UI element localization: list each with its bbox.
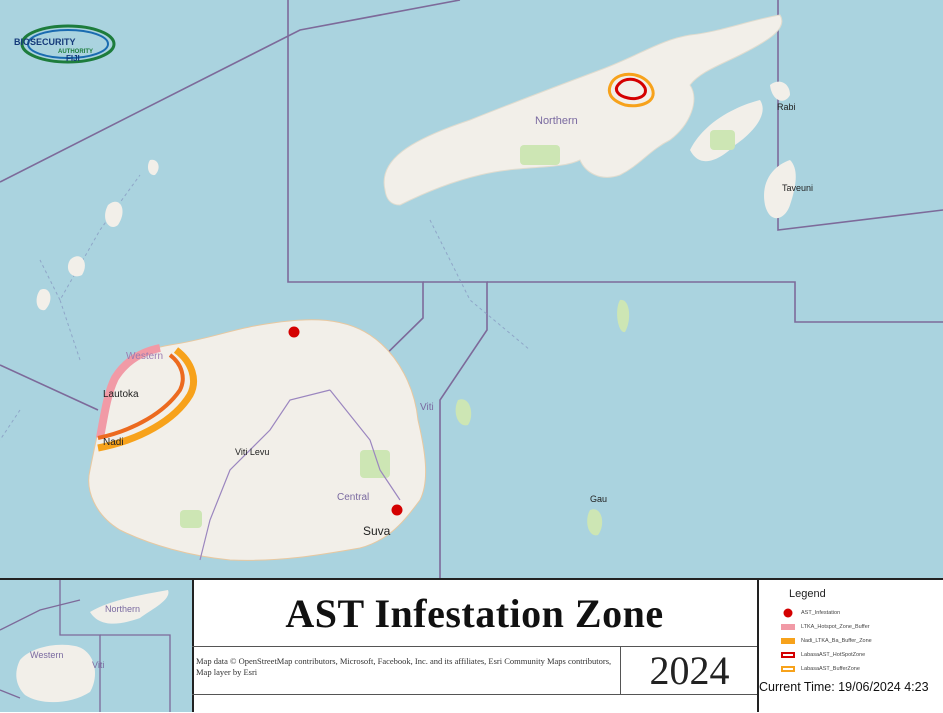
map-credits: Map data © OpenStreetMap contributors, M…: [196, 656, 612, 677]
nadi-ltka-ba-buffer-zone: [97, 347, 197, 452]
viti-levu-island: [88, 319, 427, 561]
ast-infestation-point[interactable]: [288, 326, 300, 338]
taveuni-island: [764, 160, 796, 219]
logo-text-fiji: FIJI: [66, 54, 80, 63]
map-year: 2024: [649, 647, 730, 693]
label-gau: Gau: [590, 494, 607, 504]
nadi-ltka-ba-buffer-zone-inner: [97, 353, 185, 440]
logo-text-authority: AUTHORITY: [58, 49, 93, 55]
label-viti: Viti: [420, 402, 434, 413]
label-lautoka: Lautoka: [103, 389, 139, 400]
label-nadi: Nadi: [103, 437, 124, 448]
vanua-levu-island: [383, 14, 783, 206]
pink-fill-icon: [781, 624, 795, 630]
year-box: 2024: [620, 646, 758, 695]
inset-label-viti: Viti: [92, 660, 104, 670]
label-viti-levu: Viti Levu: [235, 447, 269, 457]
legend-item-ltka-hotspot: LTKA_Hotspot_Zone_Buffer: [781, 622, 870, 632]
province-lines: [199, 389, 401, 561]
rabi-island: [770, 81, 790, 101]
biosecurity-fiji-logo: BIOSECURITY AUTHORITY FIJI: [14, 24, 116, 64]
logo-ring-icon: [27, 29, 109, 59]
legend-item-label: Nadi_LTKA_Ba_Buffer_Zone: [801, 638, 872, 644]
title-box: AST Infestation Zone: [192, 580, 757, 647]
map-canvas[interactable]: Northern Western Lautoka Nadi Viti Levu …: [0, 0, 943, 578]
orange-fill-icon: [781, 638, 795, 644]
legend-item-nadi-buffer: Nadi_LTKA_Ba_Buffer_Zone: [781, 636, 872, 646]
legend-item-ast-infestation: AST_Infestation: [781, 608, 840, 618]
label-northern: Northern: [535, 115, 578, 127]
inset-map: Northern Western Viti: [0, 580, 194, 712]
footer-bottom-strip: [192, 694, 757, 713]
label-rabi: Rabi: [777, 102, 796, 112]
ltka-hotspot-zone-buffer: [96, 344, 161, 439]
logo-text-biosecurity: BIOSECURITY: [14, 37, 76, 47]
red-outline-icon: [781, 652, 795, 658]
orange-outline-icon: [781, 666, 795, 672]
yasawa-islands: [36, 159, 159, 311]
legend-item-label: LabasaAST_BufferZone: [801, 666, 860, 672]
legend-item-label: LabasaAST_HotSpotZone: [801, 652, 866, 658]
legend-title: Legend: [789, 588, 826, 600]
inset-label-western: Western: [30, 650, 63, 660]
map-layout-footer: Northern Western Viti AST Infestation Zo…: [0, 578, 943, 712]
inset-map-svg: Northern Western Viti: [0, 580, 192, 712]
red-dot-icon: [783, 608, 793, 618]
label-western: Western: [126, 351, 163, 362]
inset-label-northern: Northern: [105, 604, 140, 614]
label-taveuni: Taveuni: [782, 183, 813, 193]
current-time: Current Time: 19/06/2024 4:23: [759, 680, 929, 694]
label-suva: Suva: [363, 524, 391, 538]
ast-infestation-point[interactable]: [391, 504, 403, 516]
legend-item-label: LTKA_Hotspot_Zone_Buffer: [801, 624, 870, 630]
legend-item-labasa-hotspot: LabasaAST_HotSpotZone: [781, 650, 865, 660]
admin-boundaries: [0, 0, 943, 578]
central-islands: [455, 299, 630, 536]
label-central: Central: [337, 492, 369, 503]
labasa-hotspot-zone: [614, 77, 647, 101]
park-areas: [180, 130, 735, 528]
labasa-buffer-zone: [607, 72, 655, 108]
map-title: AST Infestation Zone: [285, 590, 664, 636]
legend-item-labasa-buffer: LabasaAST_BufferZone: [781, 664, 860, 674]
legend-panel: Legend AST_Infestation LTKA_Hotspot_Zone…: [757, 580, 943, 712]
legend-item-label: AST_Infestation: [801, 610, 841, 616]
logo-swoosh-icon: [20, 24, 116, 64]
